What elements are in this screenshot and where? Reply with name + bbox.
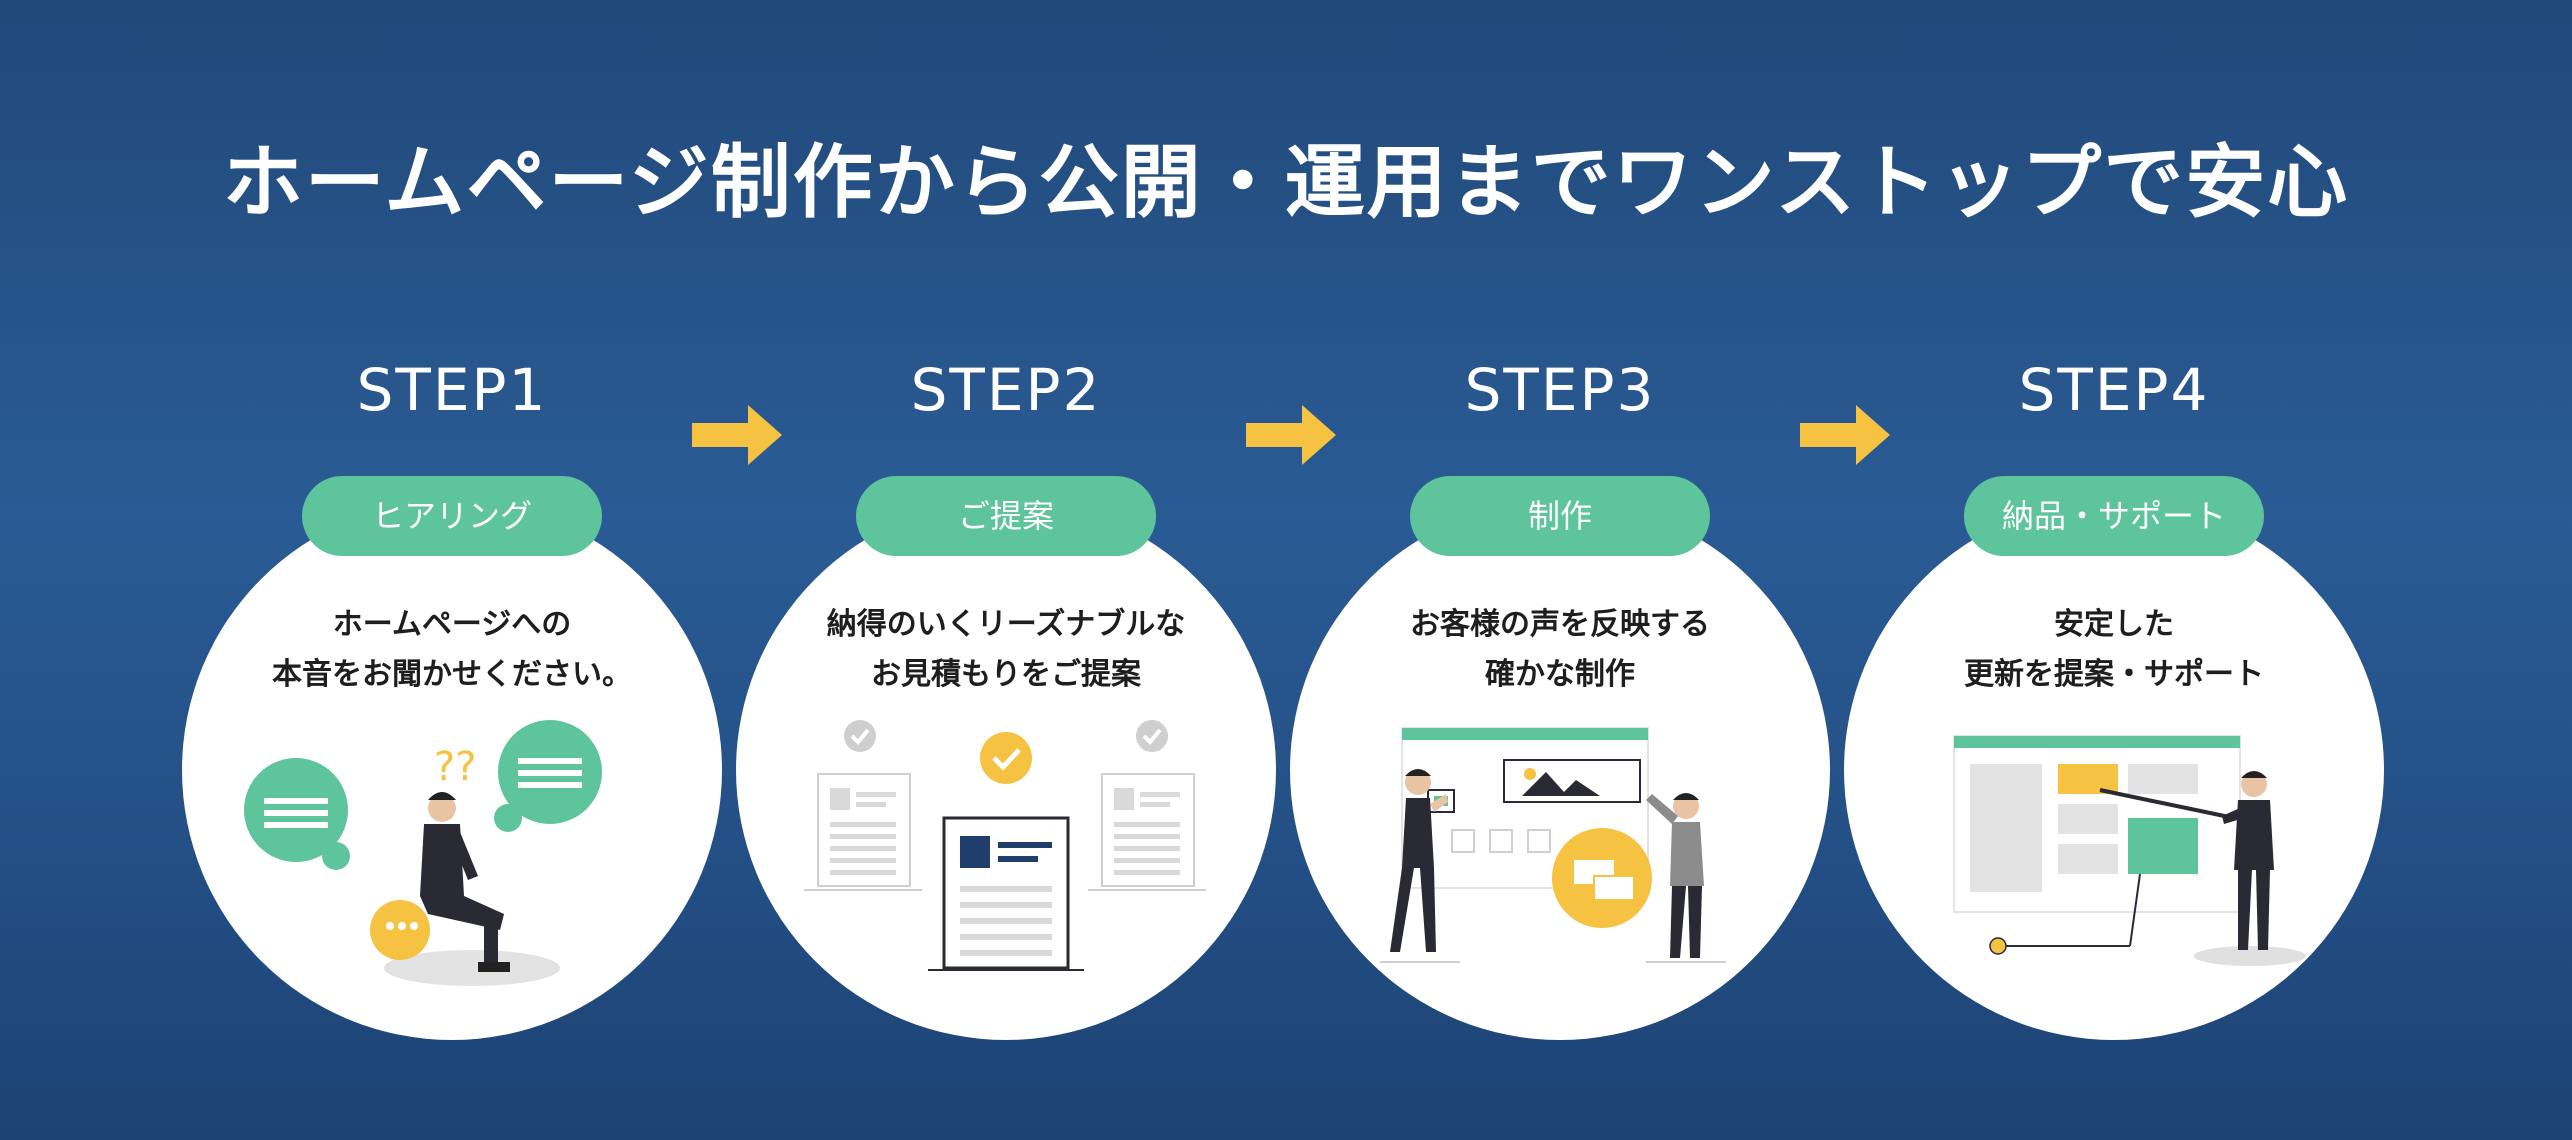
step-3: STEP3 制作 お客様の声を反映する 確かな制作 (1290, 0, 1830, 1140)
step-label: STEP2 (910, 356, 1102, 424)
step-4: STEP4 納品・サポート 安定した 更新を提案・サポート (1844, 0, 2384, 1140)
step-label: STEP3 (1464, 356, 1656, 424)
step-label: STEP1 (356, 356, 548, 424)
step-label: STEP4 (2018, 356, 2210, 424)
description-line: ホームページへの (332, 607, 572, 642)
consultation-illustration: ?? (244, 720, 602, 986)
step-1: STEP1 ヒアリング ホームページへの 本音をお聞かせください。 ?? (182, 0, 722, 1140)
step-description: 納得のいくリーズナブルな お見積もりをご提案 (776, 600, 1236, 700)
description-line: 更新を提案・サポート (1964, 657, 2264, 692)
step-tag: 制作 (1410, 476, 1710, 556)
arrow-right-icon (1800, 405, 1890, 465)
svg-text:??: ?? (434, 744, 476, 790)
proposal-documents-illustration (804, 720, 1206, 971)
arrow-right-icon (1246, 405, 1336, 465)
step-description: お客様の声を反映する 確かな制作 (1330, 600, 1790, 700)
presentation-illustration (1953, 735, 2306, 966)
step-tag: ご提案 (856, 476, 1156, 556)
description-line: お見積もりをご提案 (871, 657, 1141, 692)
description-line: 安定した (2054, 607, 2174, 642)
arrow-right-icon (692, 405, 782, 465)
step-description: 安定した 更新を提案・サポート (1884, 600, 2344, 700)
description-line: お客様の声を反映する (1410, 607, 1710, 642)
page-title: ホームページ制作から公開・運用までワンストップで安心 (222, 136, 2350, 229)
description-line: 本音をお聞かせください。 (272, 657, 632, 692)
description-line: 確かな制作 (1485, 657, 1635, 692)
step-tag: ヒアリング (302, 476, 602, 556)
step-2: STEP2 ご提案 納得のいくリーズナブルな お見積もりをご提案 (736, 0, 1276, 1140)
production-illustration (1380, 727, 1726, 963)
description-line: 納得のいくリーズナブルな (826, 607, 1186, 642)
step-description: ホームページへの 本音をお聞かせください。 (222, 600, 682, 700)
step-tag: 納品・サポート (1964, 476, 2264, 556)
